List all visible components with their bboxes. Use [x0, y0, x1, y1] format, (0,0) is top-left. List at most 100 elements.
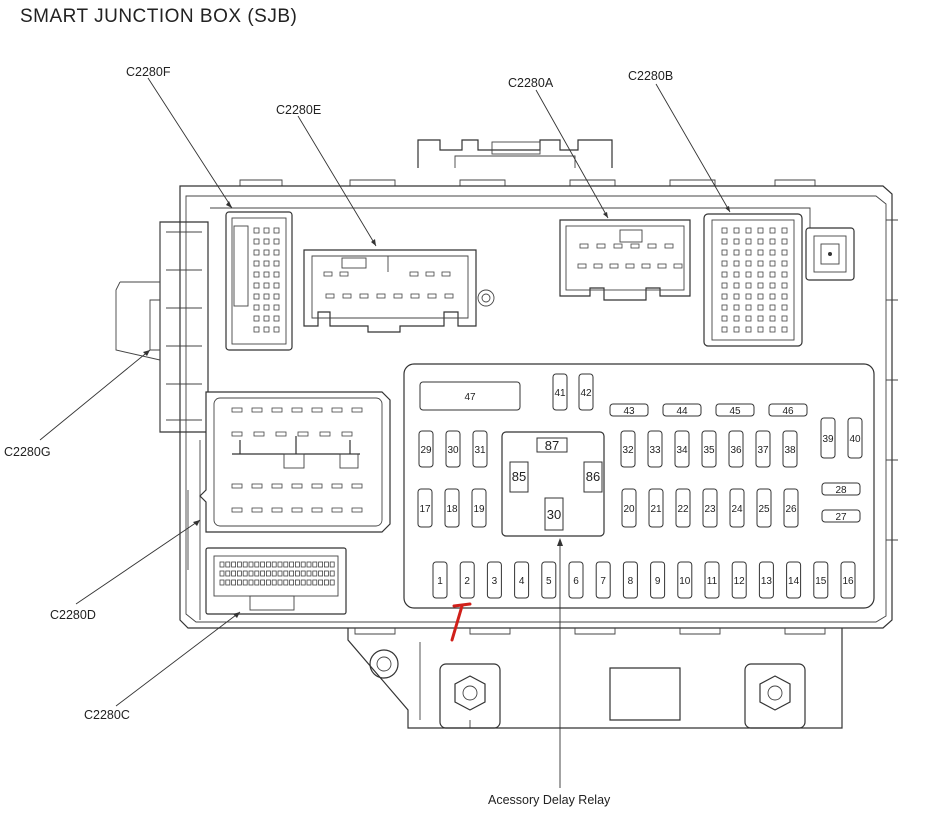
connector-pin [231, 483, 243, 489]
connector-pin [312, 570, 318, 577]
fuse-label: 9 [655, 576, 661, 587]
connector-pin [745, 271, 752, 278]
connector-pin [733, 293, 740, 300]
connector-pin [273, 238, 280, 245]
fuse-label: 45 [729, 406, 741, 417]
fuse-label: 31 [474, 445, 486, 456]
fuse-label: 30 [447, 445, 459, 456]
connector-c2280f [225, 211, 293, 351]
connector-pin [273, 249, 280, 256]
fuse-12: 12 [731, 561, 747, 599]
connector-pin [312, 579, 318, 586]
fuse-label: 5 [546, 576, 552, 587]
connector-pin [231, 507, 243, 513]
connector-c2280c [205, 547, 347, 615]
connector-pin [781, 282, 788, 289]
connector-pin [300, 579, 306, 586]
connector-pin [273, 326, 280, 333]
connector-pin [254, 579, 260, 586]
fuse-label: 17 [419, 504, 431, 515]
fuse-37: 37 [755, 430, 771, 468]
connector-pin [273, 260, 280, 267]
connector-pin [273, 227, 280, 234]
connector-pin [225, 561, 231, 568]
fuse-label: 39 [822, 434, 834, 445]
connector-pin [329, 561, 335, 568]
connector-pin [444, 293, 454, 299]
connector-pin [769, 326, 776, 333]
fuse-11: 11 [704, 561, 720, 599]
junction-box-housing [115, 139, 898, 729]
connector-pin [294, 570, 300, 577]
fuse-23: 23 [702, 488, 718, 528]
fuse-label: 38 [784, 445, 796, 456]
connector-pin [769, 293, 776, 300]
fuse-21: 21 [648, 488, 664, 528]
connector-pin [319, 431, 331, 437]
connector-pin [331, 507, 343, 513]
fuse-label: 15 [815, 576, 827, 587]
connector-pin [745, 249, 752, 256]
connector-pin [657, 263, 667, 269]
connector-pin [733, 249, 740, 256]
fuse-32: 32 [620, 430, 636, 468]
fuse-label: 21 [650, 504, 662, 515]
connector-pin [271, 507, 283, 513]
connector-pin [769, 249, 776, 256]
connector-pin [253, 249, 260, 256]
connector-pin [300, 570, 306, 577]
fuse-18: 18 [444, 488, 460, 528]
fuse-4: 4 [514, 561, 530, 599]
label-c2280c: C2280C [84, 708, 130, 722]
fuse-43: 43 [609, 403, 649, 417]
connector-pin [283, 561, 289, 568]
connector-pin [263, 238, 270, 245]
fuse-29: 29 [418, 430, 434, 468]
connector-pin [253, 431, 265, 437]
fuse-label: 34 [676, 445, 688, 456]
square-terminal [805, 227, 855, 281]
fuse-42: 42 [578, 373, 594, 411]
connector-c2280g [199, 391, 391, 533]
connector-pin [263, 249, 270, 256]
connector-pin [427, 293, 437, 299]
fuse-25: 25 [756, 488, 772, 528]
fuse-label: 27 [835, 512, 847, 523]
connector-pin [253, 315, 260, 322]
connector-pin [306, 579, 312, 586]
connector-pin [253, 238, 260, 245]
connector-pin [306, 561, 312, 568]
connector-pin [263, 282, 270, 289]
fuse-label: 41 [554, 388, 566, 399]
connector-pin [311, 407, 323, 413]
connector-pin [781, 249, 788, 256]
connector-pin [263, 260, 270, 267]
connector-pin [781, 260, 788, 267]
fuse-label: 44 [676, 406, 688, 417]
connector-pin [236, 570, 242, 577]
connector-pin [351, 507, 363, 513]
fuse-17: 17 [417, 488, 433, 528]
connector-pin [323, 561, 329, 568]
fuse-label: 8 [628, 576, 634, 587]
connector-pin [342, 293, 352, 299]
connector-pin [260, 561, 266, 568]
connector-pin [733, 304, 740, 311]
fuse-47: 47 [419, 381, 521, 411]
fuse-14: 14 [786, 561, 802, 599]
connector-pin [300, 561, 306, 568]
connector-pin [253, 227, 260, 234]
connector-pin [242, 561, 248, 568]
fuse-10: 10 [677, 561, 693, 599]
connector-c2280e [303, 249, 477, 333]
connector-pin [219, 579, 225, 586]
connector-pin [312, 561, 318, 568]
connector-pin [271, 561, 277, 568]
connector-pin [393, 293, 403, 299]
connector-pin [271, 579, 277, 586]
fuse-label: 47 [464, 392, 476, 403]
connector-pin [311, 507, 323, 513]
connector-pin [242, 570, 248, 577]
connector-pin [273, 293, 280, 300]
